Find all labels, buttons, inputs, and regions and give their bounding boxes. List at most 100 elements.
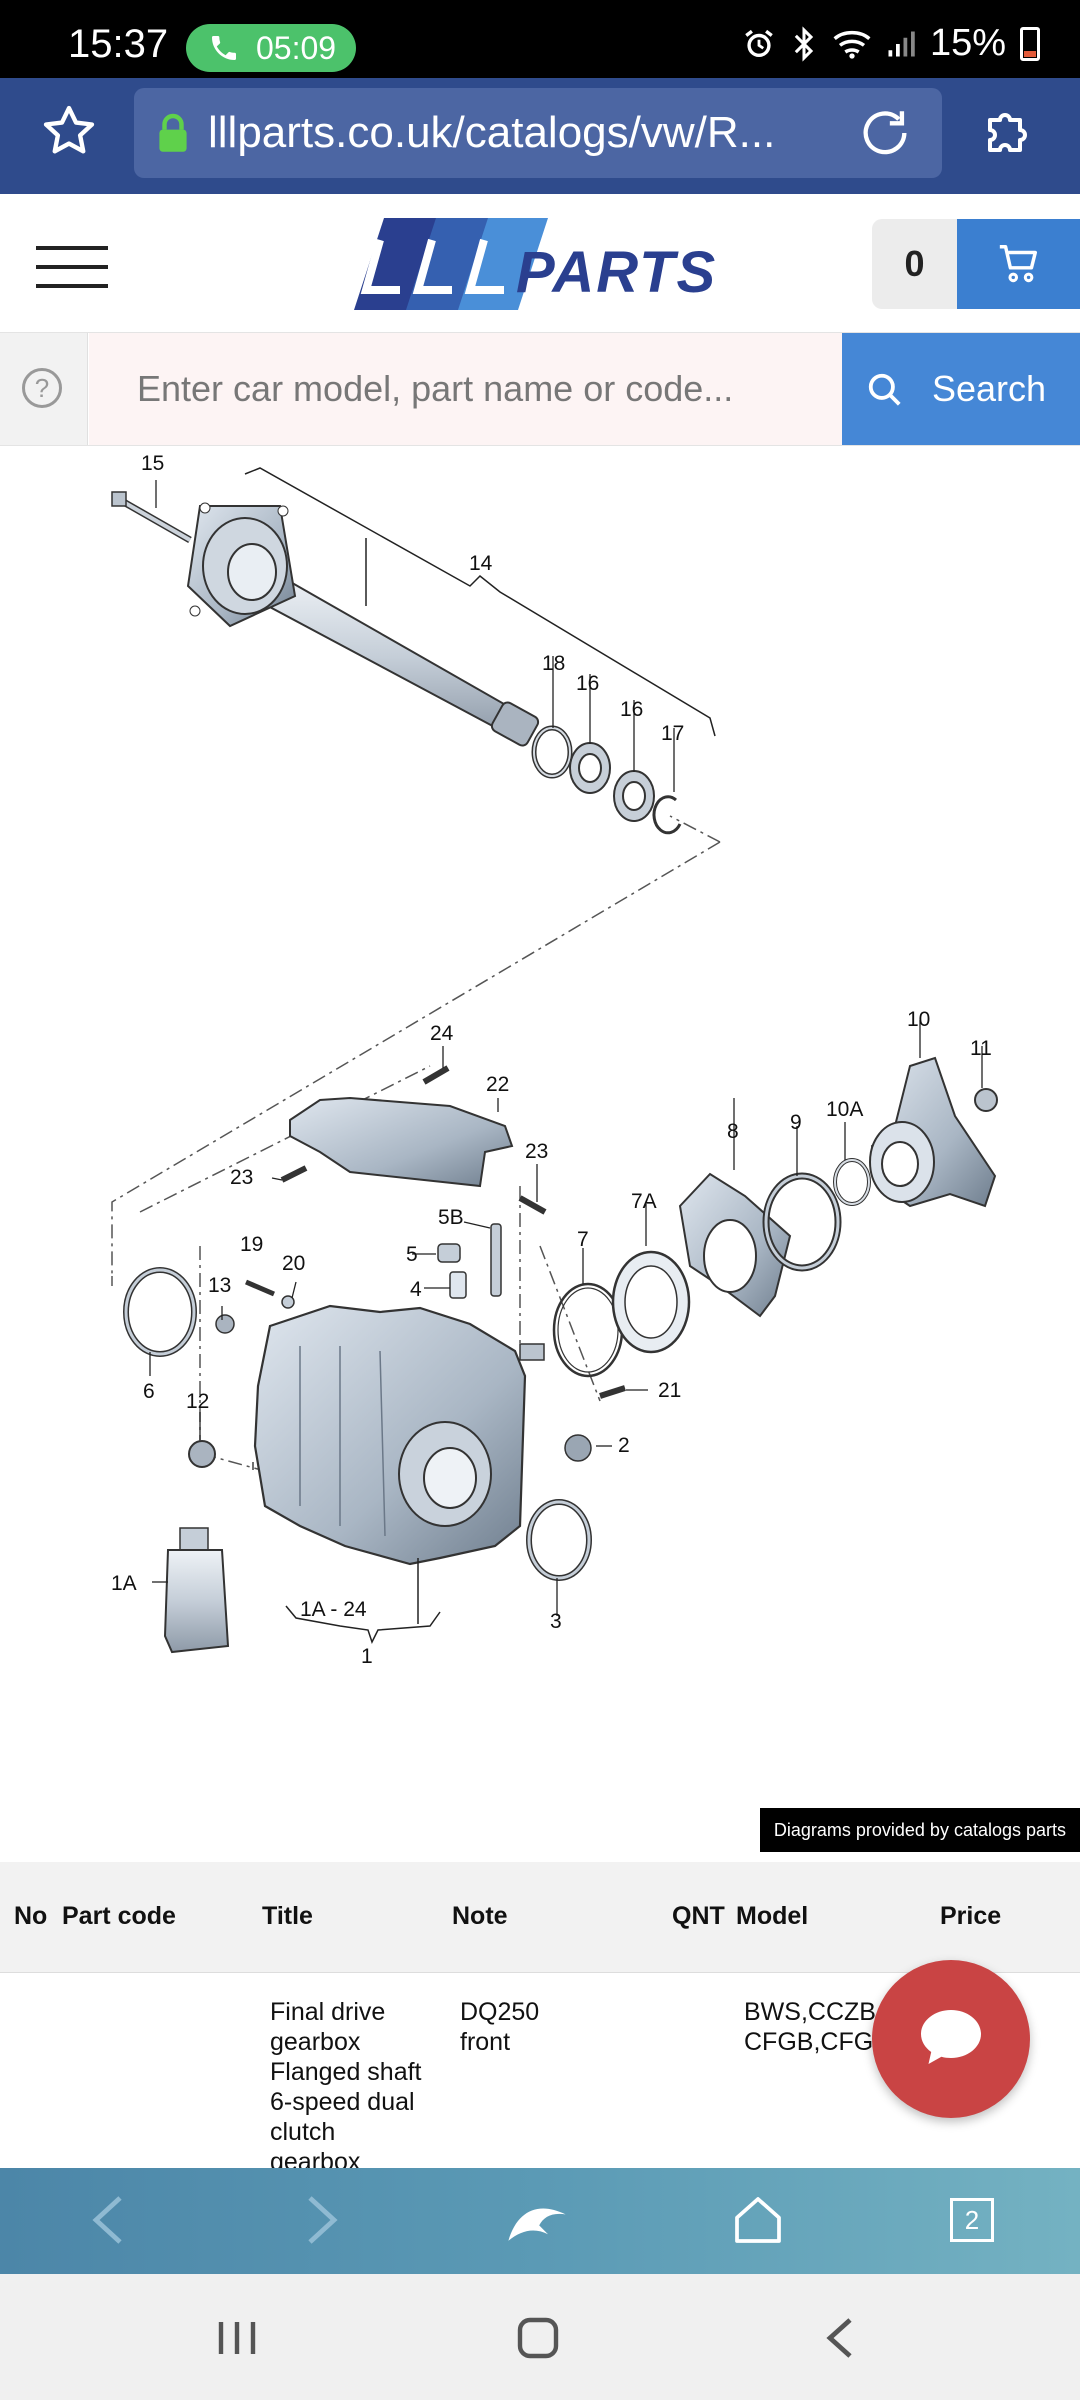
browser-home-logo-icon[interactable] — [504, 2192, 570, 2250]
recent-apps-icon[interactable] — [212, 2314, 262, 2362]
diagram-label-10a[interactable]: 10A — [826, 1098, 863, 1121]
tabs-count-button[interactable]: 2 — [950, 2198, 994, 2242]
diagram-label-21[interactable]: 21 — [658, 1379, 681, 1402]
extensions-icon[interactable] — [980, 100, 1040, 160]
site-logo[interactable]: PARTS — [344, 212, 744, 316]
diagram-label-14[interactable]: 14 — [469, 552, 493, 575]
row-model: BWS,CCZB, CFGB,CFGC — [744, 1997, 891, 2057]
system-navigation-bar — [0, 2274, 1080, 2400]
cover-plate-part — [289, 1096, 514, 1188]
diagram-label-3[interactable]: 3 — [550, 1610, 562, 1633]
diagram-label-9[interactable]: 9 — [790, 1111, 802, 1134]
menu-line — [36, 246, 108, 250]
oil-bottle-part — [163, 1527, 230, 1654]
diagram-label-11[interactable]: 11 — [970, 1037, 992, 1060]
home-icon[interactable] — [730, 2192, 786, 2248]
flanged-shaft-part — [186, 502, 540, 747]
diagram-credit: Diagrams provided by catalogs parts — [759, 1808, 1080, 1852]
diagram-label-7[interactable]: 7 — [577, 1228, 589, 1251]
row-title-line: Flanged shaft — [270, 2058, 422, 2086]
column-title: Title — [262, 1902, 313, 1930]
diagram-label-1a-24[interactable]: 1A - 24 — [300, 1598, 367, 1621]
row-title-line: gearbox — [270, 2028, 361, 2056]
diagram-label-16[interactable]: 16 — [576, 672, 599, 695]
diagram-label-4[interactable]: 4 — [410, 1278, 422, 1301]
row-title: Final drive gearbox Flanged shaft 6-spee… — [270, 1997, 422, 2168]
diagram-label-24[interactable]: 24 — [430, 1022, 454, 1045]
bolt-part — [111, 491, 192, 544]
ongoing-call-pill[interactable]: 05:09 — [186, 24, 356, 72]
chat-button[interactable] — [872, 1960, 1030, 2118]
parts-table-header: No Part code Title Note QNT Model Price — [0, 1862, 1080, 1972]
mounting-flange-part — [678, 1172, 792, 1318]
back-button-icon[interactable] — [820, 2314, 860, 2362]
row-model-line: CFGB,CFGC — [744, 2028, 892, 2056]
search-help-button[interactable]: ? — [0, 333, 88, 445]
menu-button[interactable] — [36, 246, 108, 288]
diagram-label-7a[interactable]: 7A — [631, 1190, 657, 1213]
url-bar[interactable]: lllparts.co.uk/catalogs/vw/R... — [134, 88, 942, 178]
alarm-icon — [745, 29, 773, 57]
battery-percent: 15% — [929, 22, 1006, 64]
row-title-line: 6-speed dual — [270, 2088, 415, 2116]
diagram-label-5[interactable]: 5 — [406, 1243, 418, 1266]
diagram-label-8[interactable]: 8 — [727, 1120, 739, 1143]
parts-diagram[interactable]: 15 14 18 16 16 17 24 22 23 23 10 11 10A … — [0, 446, 1080, 1862]
row-title-line: clutch — [270, 2118, 336, 2146]
diagram-label-13[interactable]: 13 — [208, 1274, 231, 1297]
chat-bubble-icon — [921, 2010, 981, 2064]
row-title-line: Final drive — [270, 1998, 386, 2026]
search-button[interactable]: Search — [842, 333, 1080, 445]
column-part-code: Part code — [62, 1902, 176, 1930]
gearbox-housing-part — [253, 1304, 545, 1566]
diagram-label-5b[interactable]: 5B — [438, 1206, 464, 1229]
status-time: 15:37 — [68, 22, 169, 66]
browser-toolbar: lllparts.co.uk/catalogs/vw/R... — [0, 78, 1080, 194]
search-bar: ? Search — [0, 332, 1080, 446]
cart-count[interactable]: 0 — [872, 219, 957, 309]
row-model-line: BWS,CCZB, — [744, 1998, 883, 2026]
diagram-label-23[interactable]: 23 — [525, 1140, 548, 1163]
diagram-label-2[interactable]: 2 — [618, 1434, 630, 1457]
diagram-label-19[interactable]: 19 — [240, 1233, 263, 1256]
status-icons: 15% — [742, 22, 1040, 65]
column-no: No — [14, 1902, 48, 1930]
drive-flange-part — [869, 1056, 997, 1208]
diagram-label-10[interactable]: 10 — [907, 1008, 930, 1031]
row-note-line: front — [460, 2028, 511, 2056]
exploded-view-drawing: 15 14 18 16 16 17 24 22 23 23 10 11 10A … — [111, 452, 998, 1668]
bookmark-star-icon[interactable] — [40, 102, 98, 160]
bluetooth-icon — [794, 25, 814, 62]
forward-arrow-icon[interactable] — [302, 2192, 342, 2248]
browser-bottom-bar: 2 — [0, 2168, 1080, 2274]
url-text: lllparts.co.uk/catalogs/vw/R... — [208, 108, 776, 157]
back-arrow-icon[interactable] — [88, 2192, 128, 2248]
lock-icon — [159, 113, 187, 152]
reload-icon[interactable] — [856, 104, 914, 162]
diagram-label-23[interactable]: 23 — [230, 1166, 253, 1189]
cart-button[interactable] — [957, 219, 1080, 309]
diagram-label-22[interactable]: 22 — [486, 1073, 509, 1096]
logo-text: PARTS — [516, 240, 717, 305]
phone-icon — [212, 36, 236, 60]
diagram-label-1[interactable]: 1 — [361, 1645, 373, 1668]
menu-line — [36, 284, 108, 288]
diagram-label-18[interactable]: 18 — [542, 652, 565, 675]
diagram-label-1a[interactable]: 1A — [111, 1572, 137, 1595]
search-input[interactable] — [89, 333, 842, 445]
signal-icon — [888, 31, 915, 56]
search-button-label: Search — [932, 368, 1047, 409]
cart-icon — [999, 245, 1038, 283]
diagram-label-17[interactable]: 17 — [661, 722, 684, 745]
diagram-label-12[interactable]: 12 — [186, 1390, 209, 1413]
diagram-label-16[interactable]: 16 — [620, 698, 643, 721]
diagram-label-20[interactable]: 20 — [282, 1252, 305, 1275]
column-note: Note — [452, 1902, 508, 1930]
search-icon — [868, 373, 901, 406]
diagram-label-15[interactable]: 15 — [141, 452, 164, 475]
diagram-label-6[interactable]: 6 — [143, 1380, 155, 1403]
home-button-icon[interactable] — [514, 2314, 562, 2362]
row-note: DQ250 front — [460, 1997, 539, 2057]
column-model: Model — [736, 1902, 809, 1930]
wifi-icon — [833, 30, 871, 59]
